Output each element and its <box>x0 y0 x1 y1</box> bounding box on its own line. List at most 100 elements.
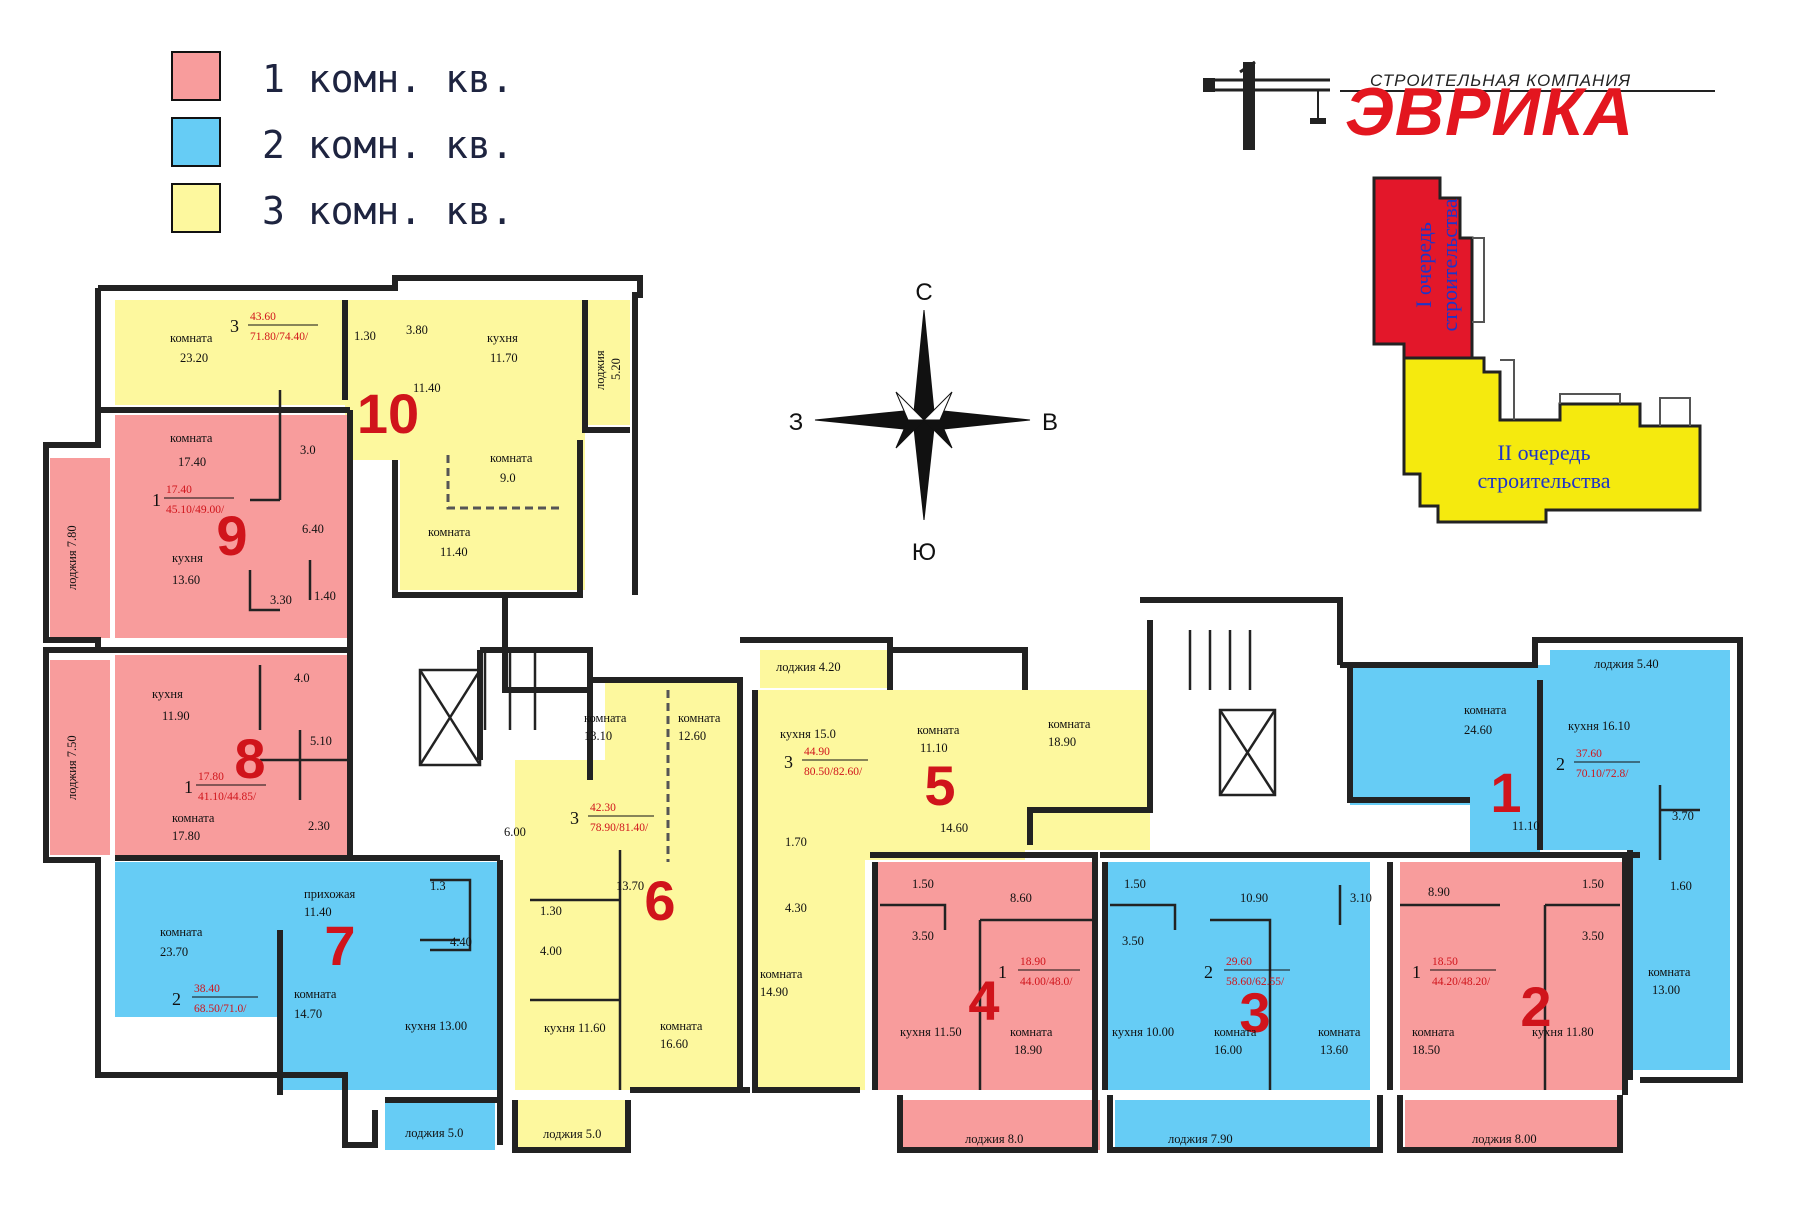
svg-text:комната: комната <box>1214 1025 1257 1039</box>
svg-text:44.90: 44.90 <box>804 746 830 758</box>
logo-subtitle: СТРОИТЕЛЬНАЯ КОМПАНИЯ <box>1370 71 1631 90</box>
svg-text:13.00: 13.00 <box>1652 983 1680 997</box>
compass-rose: С Ю З В <box>789 279 1058 566</box>
crane-icon <box>1203 60 1330 150</box>
apartment-number-5: 5 <box>924 754 955 817</box>
svg-text:3.50: 3.50 <box>912 929 934 943</box>
svg-text:1.50: 1.50 <box>1582 877 1604 891</box>
apartment-number-9: 9 <box>216 504 247 567</box>
svg-text:лоджия 7.90: лоджия 7.90 <box>1168 1132 1233 1146</box>
apartment-10-info: 3 43.60 71.80/74.40/ <box>230 311 318 343</box>
svg-text:1: 1 <box>184 777 193 797</box>
svg-text:14.60: 14.60 <box>940 821 968 835</box>
apartment-10 <box>115 300 630 590</box>
svg-text:комната: комната <box>160 925 203 939</box>
svg-text:кухня 11.80: кухня 11.80 <box>1532 1025 1594 1039</box>
svg-text:9.0: 9.0 <box>500 471 516 485</box>
compass-east: В <box>1042 409 1058 436</box>
svg-text:строительства: строительства <box>1437 198 1462 331</box>
svg-text:18.90: 18.90 <box>1048 735 1076 749</box>
svg-text:43.60: 43.60 <box>250 311 276 323</box>
svg-text:17.40: 17.40 <box>166 484 192 496</box>
apartment-6-info: 3 42.30 78.90/81.40/ <box>570 802 654 834</box>
svg-text:кухня 15.0: кухня 15.0 <box>780 727 836 741</box>
svg-text:18.90: 18.90 <box>1014 1043 1042 1057</box>
svg-text:1.30: 1.30 <box>354 329 376 343</box>
compass-south: Ю <box>912 539 936 566</box>
apartment-8-info: 1 17.80 41.10/44.85/ <box>184 771 266 803</box>
svg-text:8.60: 8.60 <box>1010 891 1032 905</box>
apartment-9-info: 1 17.40 45.10/49.00/ <box>152 484 234 516</box>
svg-text:3.10: 3.10 <box>1350 891 1372 905</box>
svg-text:1.30: 1.30 <box>540 904 562 918</box>
svg-text:комната: комната <box>917 723 960 737</box>
svg-text:лоджия 5.40: лоджия 5.40 <box>1594 657 1659 671</box>
apartment-7 <box>115 862 500 1150</box>
svg-text:1.50: 1.50 <box>912 877 934 891</box>
svg-text:4.30: 4.30 <box>785 901 807 915</box>
svg-text:кухня: кухня <box>152 687 183 701</box>
svg-text:комната: комната <box>1648 965 1691 979</box>
svg-text:1.70: 1.70 <box>785 835 807 849</box>
svg-text:16.00: 16.00 <box>1214 1043 1242 1057</box>
svg-text:лоджия 8.0: лоджия 8.0 <box>965 1132 1023 1146</box>
apartment-number-1: 1 <box>1490 761 1521 824</box>
svg-text:17.80: 17.80 <box>172 829 200 843</box>
svg-text:11.10: 11.10 <box>920 741 948 755</box>
apartment-number-6: 6 <box>644 869 675 932</box>
svg-text:комната: комната <box>760 967 803 981</box>
svg-text:11.10: 11.10 <box>1512 819 1540 833</box>
svg-text:кухня 11.60: кухня 11.60 <box>544 1021 606 1035</box>
apartment-number-10: 10 <box>357 382 419 445</box>
site-plan-stage2-label-1: II очередь <box>1497 440 1590 465</box>
svg-text:2: 2 <box>1556 754 1565 774</box>
svg-text:5.10: 5.10 <box>310 734 332 748</box>
svg-text:2.30: 2.30 <box>308 819 330 833</box>
svg-text:8.90: 8.90 <box>1428 885 1450 899</box>
svg-text:11.90: 11.90 <box>162 709 190 723</box>
svg-text:14.90: 14.90 <box>760 985 788 999</box>
svg-text:13.70: 13.70 <box>616 879 644 893</box>
svg-text:1.60: 1.60 <box>1670 879 1692 893</box>
svg-text:16.60: 16.60 <box>660 1037 688 1051</box>
company-logo: СТРОИТЕЛЬНАЯ КОМПАНИЯ ЭВРИКА <box>1203 60 1715 150</box>
svg-text:13.60: 13.60 <box>172 573 200 587</box>
svg-text:3.50: 3.50 <box>1582 929 1604 943</box>
apartment-6 <box>515 680 740 1150</box>
svg-text:10.90: 10.90 <box>1240 891 1268 905</box>
apartment-number-7: 7 <box>324 914 355 977</box>
room-labels: комната 23.20 1.30 3.80 кухня 11.70 11.4… <box>65 323 1694 1146</box>
svg-text:37.60: 37.60 <box>1576 748 1602 760</box>
svg-text:23.70: 23.70 <box>160 945 188 959</box>
svg-text:4.40: 4.40 <box>450 935 472 949</box>
svg-text:кухня 16.10: кухня 16.10 <box>1568 719 1630 733</box>
svg-text:1.50: 1.50 <box>1124 877 1146 891</box>
svg-text:11.40: 11.40 <box>304 905 332 919</box>
legend: 1 комн. кв. 2 комн. кв. 3 комн. кв. <box>171 51 514 233</box>
svg-text:кухня 13.00: кухня 13.00 <box>405 1019 467 1033</box>
svg-text:1.40: 1.40 <box>314 589 336 603</box>
svg-text:комната: комната <box>170 431 213 445</box>
svg-text:44.00/48.0/: 44.00/48.0/ <box>1020 976 1073 988</box>
svg-text:1: 1 <box>1412 962 1421 982</box>
svg-text:кухня 10.00: кухня 10.00 <box>1112 1025 1174 1039</box>
apartment-9 <box>50 415 350 638</box>
svg-text:23.20: 23.20 <box>180 351 208 365</box>
logo-title: ЭВРИКА <box>1345 74 1634 150</box>
svg-text:6.40: 6.40 <box>302 522 324 536</box>
apartment-8 <box>50 655 350 855</box>
svg-text:лоджия 7.50: лоджия 7.50 <box>65 735 79 800</box>
svg-text:комната: комната <box>172 811 215 825</box>
apartment-5-info: 3 44.90 80.50/82.60/ <box>784 746 868 778</box>
floor-plan-walls <box>43 275 1743 1153</box>
svg-text:комната: комната <box>660 1019 703 1033</box>
compass-rose-icon <box>814 309 1031 521</box>
svg-text:18.50: 18.50 <box>1432 956 1458 968</box>
legend-swatch-1-room <box>171 51 221 101</box>
svg-text:58.60/62.55/: 58.60/62.55/ <box>1226 976 1285 988</box>
svg-text:3: 3 <box>784 752 793 772</box>
svg-text:комната: комната <box>678 711 721 725</box>
site-plan-stage2-label-2: строительства <box>1477 468 1610 493</box>
compass-north: С <box>915 279 932 306</box>
